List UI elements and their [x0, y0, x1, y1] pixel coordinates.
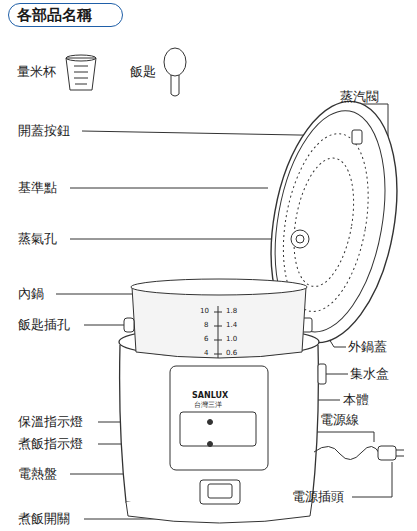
marking-text: 8 — [204, 322, 208, 330]
part-label: 飯匙插孔 — [18, 318, 70, 332]
marking-text: 1.8 — [226, 308, 237, 316]
marking-text: 0.6 — [226, 350, 237, 358]
part-label: 電熱盤 — [18, 467, 57, 481]
part-label: 電源插頭 — [292, 490, 344, 504]
part-label: 量米杯 — [17, 65, 56, 79]
marking-text: SANLUX — [192, 392, 228, 401]
part-label: 外鍋蓋 — [348, 340, 387, 354]
part-label: 基準點 — [18, 181, 57, 195]
marking-text: 1.0 — [226, 336, 237, 344]
part-label: 煮飯指示燈 — [18, 437, 83, 451]
part-label: 煮飯開關 — [18, 512, 70, 526]
marking-text: 4 — [204, 350, 208, 358]
part-label: 開蓋按鈕 — [18, 124, 70, 138]
marking-text: 10 — [200, 308, 209, 316]
section-title: 各部品名稱 — [8, 3, 123, 27]
part-label: 電源線 — [320, 413, 359, 427]
part-label: 內鍋 — [18, 287, 44, 301]
part-label: 蒸氣孔 — [18, 232, 57, 246]
part-label: 保溫指示燈 — [18, 415, 83, 429]
marking-text: 1.4 — [226, 322, 237, 330]
part-label: 飯匙 — [130, 65, 156, 79]
part-label: 蒸汽閥 — [340, 90, 379, 104]
part-label: 本體 — [343, 393, 369, 407]
marking-text: 6 — [204, 336, 208, 344]
marking-text: 台灣三洋 — [194, 402, 222, 410]
part-label: 集水盒 — [350, 367, 389, 381]
